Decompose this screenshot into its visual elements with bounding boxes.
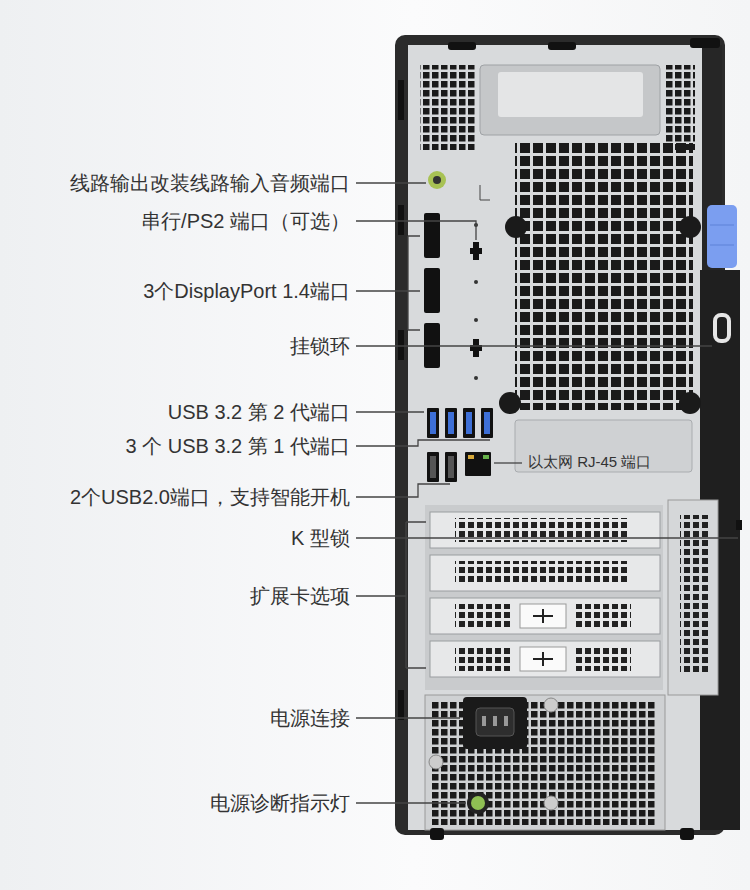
part-label: 以太网 RJ-45 端口 <box>528 453 651 471</box>
part-label: 串行/PS2 端口（可选） <box>141 209 350 233</box>
part-label: 3个DisplayPort 1.4端口 <box>143 279 350 303</box>
part-label: 2个USB2.0端口，支持智能开机 <box>70 485 350 509</box>
part-label: 扩展卡选项 <box>250 584 350 608</box>
part-label: 电源连接 <box>270 706 350 730</box>
part-label: 3 个 USB 3.2 第 1 代端口 <box>125 434 350 458</box>
part-label: 线路输出改装线路输入音频端口 <box>70 171 350 195</box>
part-label: K 型锁 <box>291 526 350 550</box>
part-label: USB 3.2 第 2 代端口 <box>168 400 350 424</box>
part-label: 电源诊断指示灯 <box>210 791 350 815</box>
part-label: 挂锁环 <box>290 334 350 358</box>
